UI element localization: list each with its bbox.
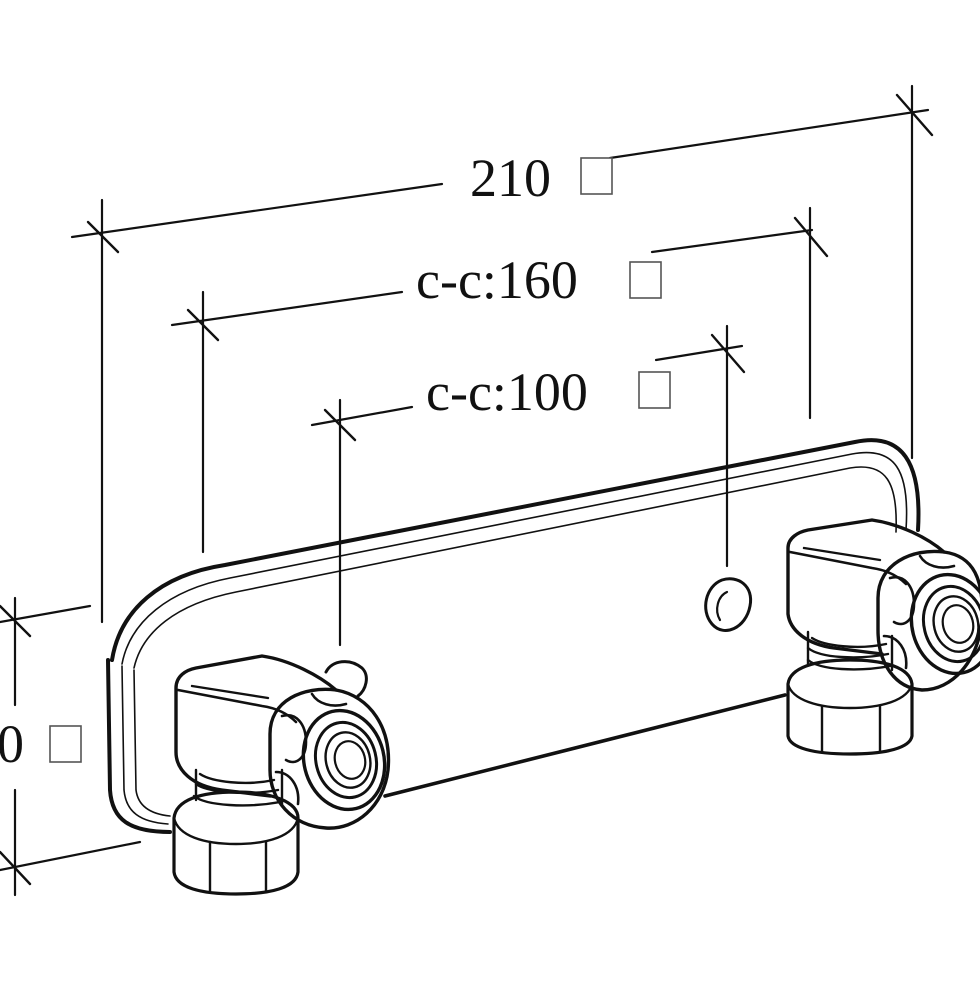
- mounting-plate: [106, 438, 921, 834]
- right-elbow-fitting: [786, 518, 980, 756]
- dimension-label-210: 210: [470, 148, 551, 208]
- dimension-c-c-100: c-c:100: [310, 324, 746, 647]
- unit-glyph-box: [629, 261, 662, 299]
- dimension-label-c-c-160: c-c:160: [416, 250, 578, 310]
- left-elbow-fitting: [172, 654, 391, 896]
- unit-glyph-box: [580, 157, 613, 195]
- dimension-label-60: 60: [0, 714, 24, 774]
- dimension-60: 60: [0, 596, 142, 897]
- screw-hole-left: [324, 660, 368, 698]
- dimension-c-c-160: c-c:160: [170, 206, 829, 554]
- screw-hole-right: [704, 577, 753, 632]
- dimension-label-c-c-100: c-c:100: [426, 362, 588, 422]
- unit-glyph-box: [638, 371, 671, 409]
- dimension-210: 210: [70, 84, 934, 624]
- unit-glyph-box: [49, 725, 82, 763]
